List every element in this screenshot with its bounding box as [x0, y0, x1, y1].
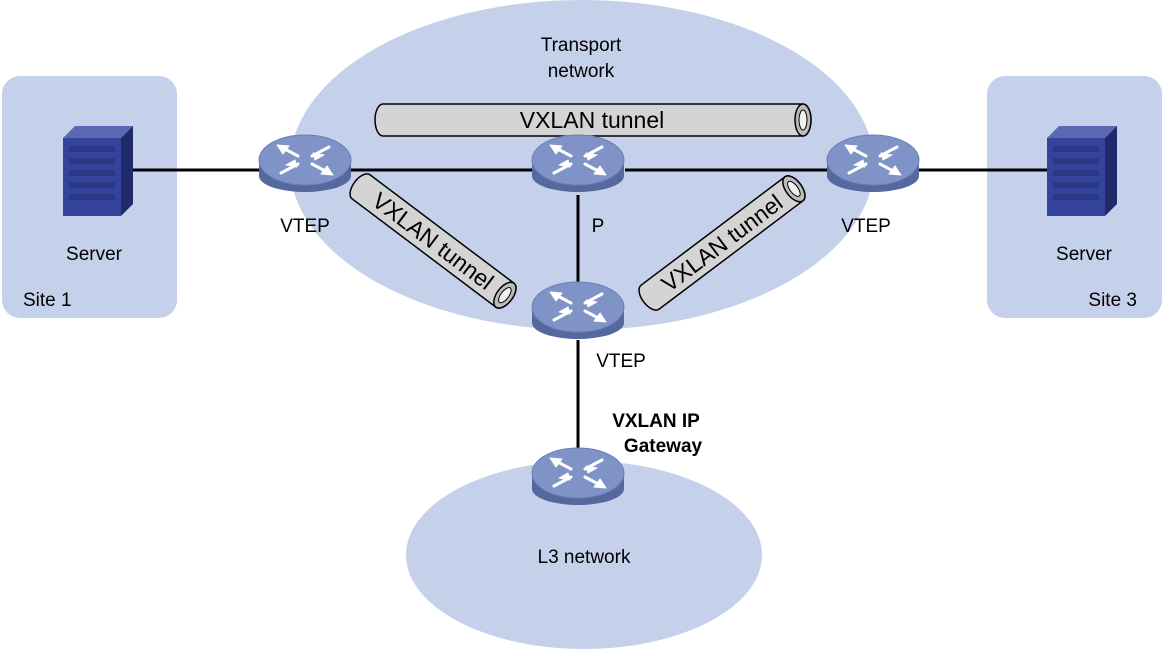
server-icon: [1047, 126, 1117, 216]
router-icon: [530, 133, 626, 194]
server-right-label: Server: [1056, 244, 1113, 265]
server-left: Server: [63, 126, 133, 265]
transport-network-label-line1: Transport: [541, 35, 622, 56]
site-3-label: Site 3: [1088, 290, 1137, 311]
vtep-bottom-label: VTEP: [596, 351, 646, 372]
gateway-label-line1: VXLAN IP: [612, 411, 700, 432]
router-icon: [825, 133, 921, 194]
gateway-router: [530, 446, 626, 507]
router-icon: [257, 133, 353, 194]
server-icon: [63, 126, 133, 216]
vtep-right: VTEP: [825, 133, 921, 237]
l3-network-region: [406, 461, 762, 649]
vtep-left: VTEP: [257, 133, 353, 237]
vtep-right-label: VTEP: [841, 216, 891, 237]
tunnel-top-label: VXLAN tunnel: [520, 107, 664, 133]
router-icon: [530, 280, 626, 341]
l3-network-label: L3 network: [538, 547, 631, 568]
router-icon: [530, 446, 626, 507]
server-right: Server: [1047, 126, 1117, 265]
transport-network-label-line2: network: [548, 61, 615, 82]
p-router: P: [530, 133, 626, 237]
vtep-left-label: VTEP: [280, 216, 330, 237]
vtep-bottom: VTEP: [530, 280, 646, 372]
gateway-label-line2: Gateway: [624, 436, 703, 457]
p-router-label: P: [592, 216, 605, 237]
server-left-label: Server: [66, 244, 123, 265]
site-1-label: Site 1: [23, 290, 72, 311]
tunnel-top: VXLAN tunnel: [374, 103, 812, 137]
